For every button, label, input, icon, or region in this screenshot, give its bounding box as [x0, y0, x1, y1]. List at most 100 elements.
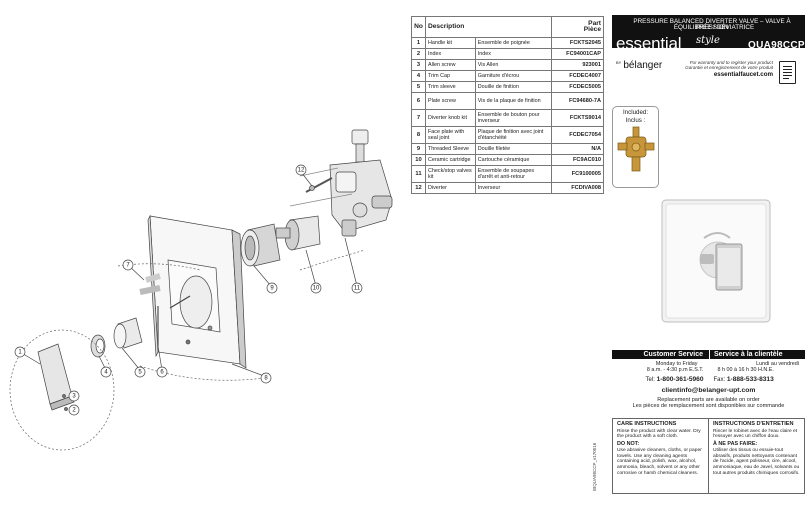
- document-code: IBQUA98CCP_v170516: [592, 442, 597, 491]
- website-link[interactable]: essentialfaucet.com: [713, 70, 773, 78]
- part-description-en: Index: [425, 48, 476, 60]
- brand-style-logo: style: [696, 35, 720, 46]
- part-description-fr: Garniture d'écrou: [474, 70, 553, 82]
- header-no: No: [411, 16, 426, 38]
- document-icon: [779, 61, 796, 84]
- face-plate-illustration: [147, 214, 247, 369]
- product-subtitle-line2: ÉQUILIBRÉE / DÉVIATRICE: [673, 24, 755, 31]
- part-description-fr: Ensemble de soupapes d'arrêt et anti-ret…: [474, 165, 553, 183]
- part-number-index: 3: [411, 59, 426, 71]
- service-title-en: Customer Service: [612, 350, 710, 359]
- part-description-en: Handle kit: [425, 37, 476, 49]
- part-number-index: 4: [411, 70, 426, 82]
- callout-6: 6: [160, 370, 164, 376]
- part-description-en: Threaded Sleeve: [425, 143, 476, 155]
- part-code: 923001: [551, 59, 604, 71]
- part-description-en: Ceramic cartridge: [425, 154, 476, 166]
- callout-8: 8: [264, 376, 268, 382]
- part-number-index: 6: [411, 92, 426, 110]
- part-number-index: 11: [411, 165, 426, 183]
- part-number-index: 7: [411, 109, 426, 127]
- handle-detail-outline: [9, 329, 115, 451]
- part-description-fr: Ensemble de bouton pour inverseur: [474, 109, 553, 127]
- registration-band: [612, 48, 805, 94]
- part-description-fr: Index: [474, 48, 553, 60]
- header-description: Description: [425, 16, 552, 38]
- part-description-en: Check/stop valves kit: [425, 165, 476, 183]
- replacement-note-fr: Les pièces de remplacement sont disponib…: [632, 403, 785, 410]
- part-number-index: 5: [411, 81, 426, 93]
- trim-cap-illustration: [90, 334, 106, 358]
- registration-info: For warranty and to register your produc…: [664, 60, 773, 78]
- callout-7: 7: [126, 263, 130, 269]
- cartridge-illustration: [275, 215, 321, 251]
- part-number-index: 8: [411, 126, 426, 144]
- product-image: [661, 199, 771, 323]
- part-description-fr: Ensemble de poignée: [474, 37, 553, 49]
- service-phone[interactable]: Tel: 1-800-361-5960: [645, 375, 704, 383]
- part-number-index: 1: [411, 37, 426, 49]
- part-description-en: Diverter knob kit: [425, 109, 476, 127]
- part-code: FC94001CAP: [551, 48, 604, 60]
- included-box: Included: Inclus :: [612, 106, 659, 188]
- part-code: FCDIVA008: [551, 182, 604, 194]
- callout-2: 2: [72, 408, 76, 414]
- part-code: FC9100005: [551, 165, 604, 183]
- care-instructions: CARE INSTRUCTIONS Rinse the product with…: [612, 418, 805, 494]
- model-number: QUA98CCP: [748, 40, 805, 51]
- handle-illustration: [37, 343, 75, 411]
- care-instructions-en: CARE INSTRUCTIONS Rinse the product with…: [617, 421, 702, 476]
- diverter-pin-illustration: [305, 177, 333, 193]
- callout-5: 5: [138, 370, 142, 376]
- service-title-fr: Service à la clientèle: [714, 351, 783, 358]
- valve-body-icon: [617, 126, 654, 172]
- part-description-fr: Douille filetée: [474, 143, 553, 155]
- callout-10: 10: [313, 286, 320, 292]
- part-code: FCKTS9014: [551, 109, 604, 127]
- service-email[interactable]: clientinfo@belanger-upt.com: [661, 386, 756, 394]
- callout-12: 12: [298, 168, 305, 174]
- part-code: N/A: [551, 143, 604, 155]
- diverter-knob-illustration: [139, 273, 191, 309]
- callout-9: 9: [270, 286, 274, 292]
- part-number-index: 2: [411, 48, 426, 60]
- part-number-index: 12: [411, 182, 426, 194]
- replacement-note-en: Replacement parts are available on order: [657, 396, 760, 403]
- part-code: FC9AC010: [551, 154, 604, 166]
- part-description-fr: Inverseur: [474, 182, 553, 194]
- exploded-diagram: 1 3 2 4 5 6 7 8 9 10 11 12: [9, 129, 393, 451]
- service-fax: Fax: 1-888-533-8313: [713, 375, 774, 383]
- part-description-fr: Douille de finition: [474, 81, 553, 93]
- callout-1: 1: [18, 350, 22, 356]
- part-number-index: 10: [411, 154, 426, 166]
- part-description-fr: Vis Allen: [474, 59, 553, 71]
- callout-4: 4: [104, 370, 108, 376]
- part-description-en: Face plate with seal joint: [425, 126, 476, 144]
- part-code: FCDEC4007: [551, 70, 604, 82]
- threaded-sleeve-illustration: [240, 223, 281, 267]
- part-code: FCKTS2045: [551, 37, 604, 49]
- included-label-fr: Inclus :: [625, 117, 646, 124]
- part-description-en: Trim Cap: [425, 70, 476, 82]
- callout-11: 11: [354, 286, 361, 292]
- callout-3: 3: [72, 394, 76, 400]
- product-subtitle-line1: PRESSURE BALANCED DIVERTER VALVE – VALVE…: [633, 18, 791, 32]
- part-description-en: Allen screw: [425, 59, 476, 71]
